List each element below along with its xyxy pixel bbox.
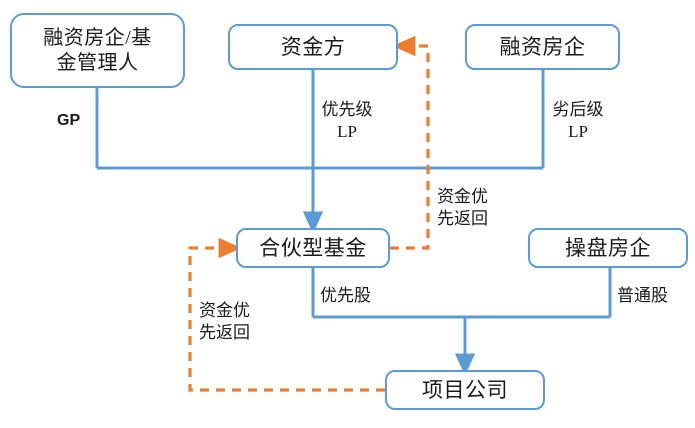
node-sponsor-gp[interactable]: 融资房企/基 金管理人 xyxy=(10,13,185,88)
edge-label-preferred-share: 优先股 xyxy=(320,286,371,305)
node-partnership-fund[interactable]: 合伙型基金 xyxy=(236,228,390,268)
node-partnership-fund-label: 合伙型基金 xyxy=(259,235,367,260)
edge-label-gp: GP xyxy=(57,112,81,129)
node-sponsor-label: 融资房企 xyxy=(499,34,586,59)
node-operator[interactable]: 操盘房企 xyxy=(528,228,688,268)
return-upper-dashed-arrow xyxy=(390,35,430,250)
edge-label-junior-lp: 劣后级 LP xyxy=(552,100,604,142)
node-sponsor[interactable]: 融资房企 xyxy=(465,24,620,70)
node-sponsor-gp-label: 融资房企/基 金管理人 xyxy=(43,26,152,74)
edge-label-return-lower: 资金优 先返回 xyxy=(199,301,250,343)
node-operator-label: 操盘房企 xyxy=(565,235,651,260)
node-funder[interactable]: 资金方 xyxy=(228,24,398,70)
node-funder-label: 资金方 xyxy=(280,34,346,59)
edge-label-senior-lp: 优先级 LP xyxy=(321,100,373,142)
return-lower-dashed-arrow xyxy=(188,237,385,392)
edge-label-return-upper: 资金优 先返回 xyxy=(437,187,488,229)
edge-label-common-share: 普通股 xyxy=(617,286,668,305)
node-project-company[interactable]: 项目公司 xyxy=(385,370,545,410)
node-project-company-label: 项目公司 xyxy=(422,377,508,402)
